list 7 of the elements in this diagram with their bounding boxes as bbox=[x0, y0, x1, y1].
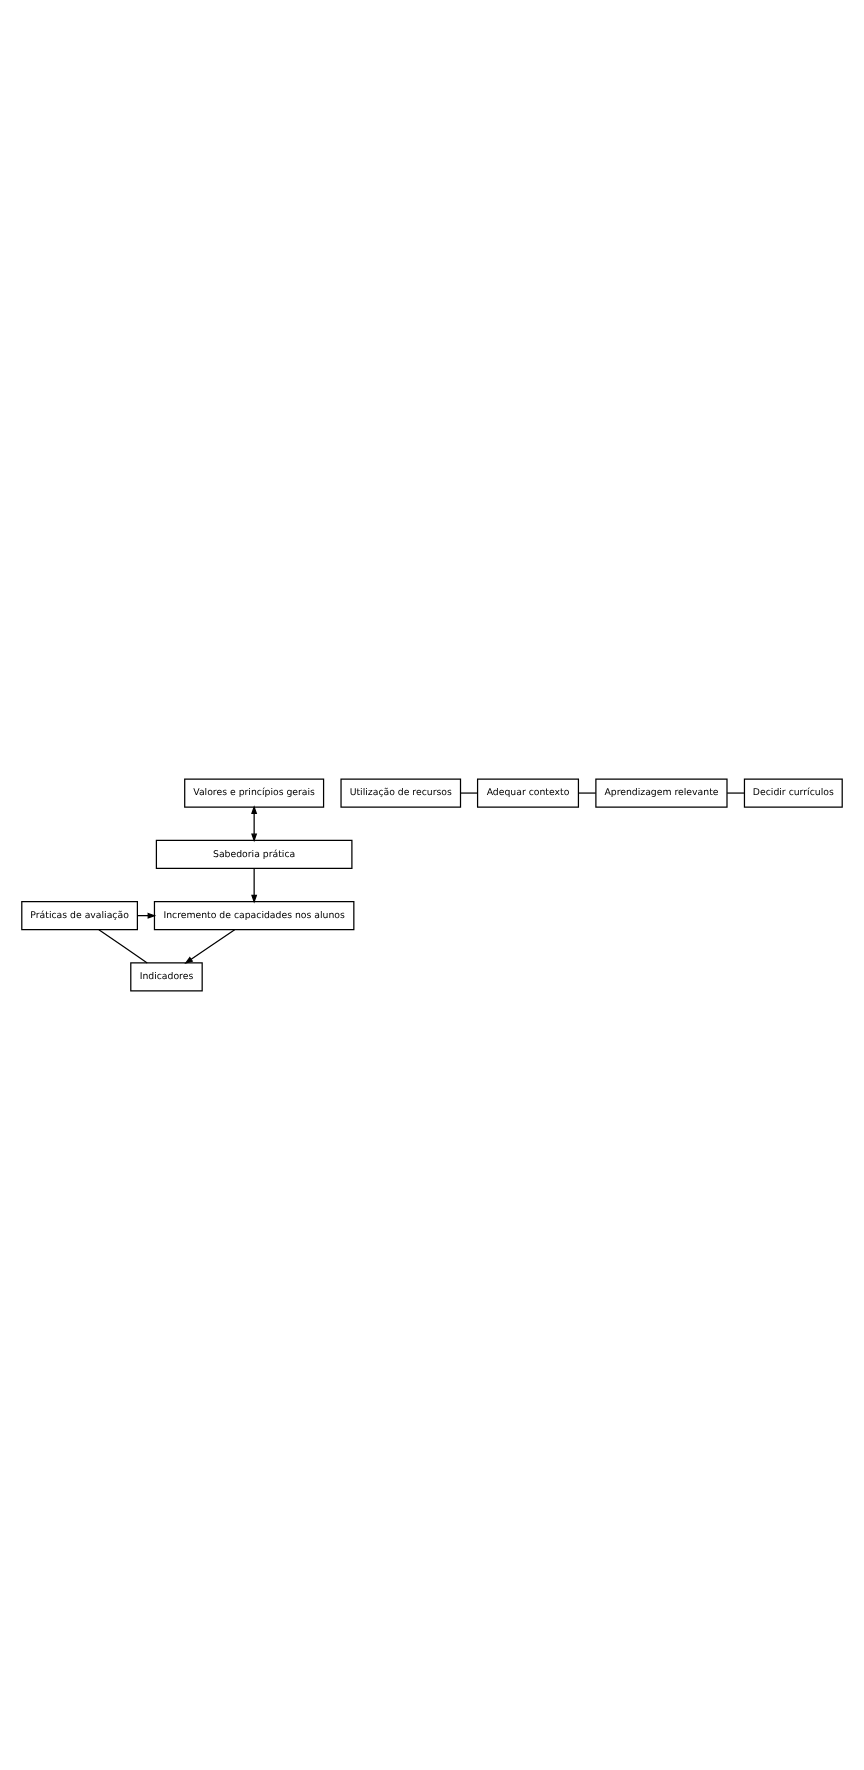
arrow bbox=[251, 805, 258, 843]
arrow bbox=[184, 929, 236, 964]
connector bbox=[460, 792, 479, 794]
connector bbox=[98, 929, 148, 964]
connector bbox=[577, 792, 597, 794]
connector bbox=[726, 792, 745, 794]
arrow bbox=[251, 867, 258, 904]
